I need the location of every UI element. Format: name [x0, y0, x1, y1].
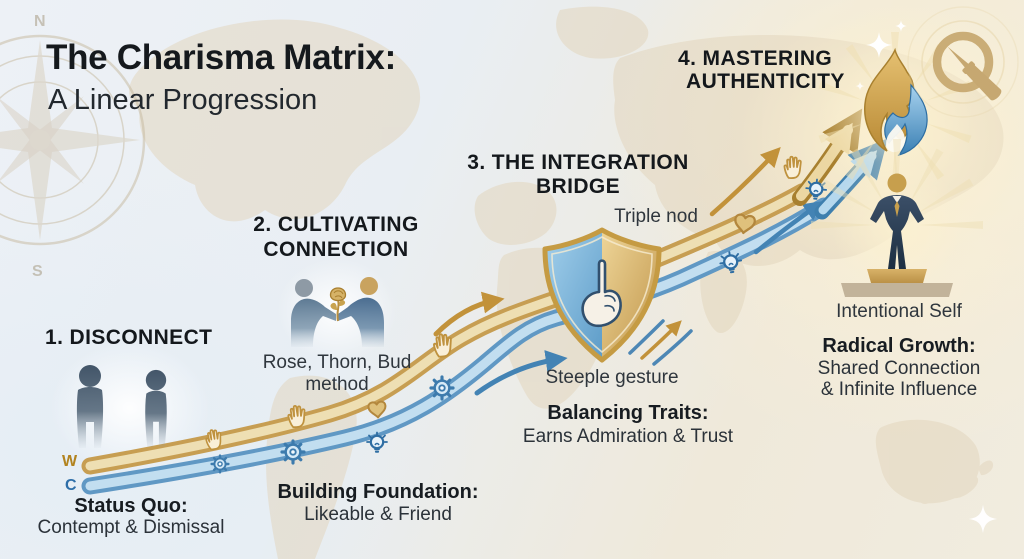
compass-rose-icon: N S	[0, 13, 146, 280]
stage3-heading-line1: 3. THE INTEGRATION	[467, 151, 689, 174]
magnifier-icon	[907, 6, 1019, 118]
stage1-heading: 1. DISCONNECT	[45, 326, 213, 349]
blue-swoosh-icon	[628, 319, 665, 355]
stage2-annotation-line2: method	[305, 374, 369, 395]
warm-track-label: W	[62, 453, 78, 470]
gold-arrow-icon	[433, 291, 505, 337]
blue-ribbon	[81, 197, 833, 495]
stage4-caption-title: Radical Growth:	[822, 335, 976, 357]
stage4-heading-line2: AUTHENTICITY	[686, 70, 845, 93]
cool-track-label: C	[65, 477, 77, 494]
stage1-caption-body: Contempt & Dismissal	[37, 517, 225, 538]
small-blue-arrow-icon	[753, 201, 824, 255]
shield-icon	[542, 227, 662, 363]
stage4-caption-body-line2: & Infinite Influence	[820, 379, 978, 400]
gold-swoosh-arrow-icon	[640, 320, 682, 360]
stage2-caption-title: Building Foundation:	[277, 481, 479, 503]
page-subtitle: A Linear Progression	[48, 84, 318, 116]
rose-icon	[329, 287, 347, 322]
stage1-caption-title: Status Quo:	[74, 495, 188, 517]
blue-arrow-icon	[474, 350, 568, 396]
page-title: The Charisma Matrix:	[46, 38, 396, 77]
lightbulb-icon	[365, 431, 389, 454]
pointing-hand-icon	[581, 259, 622, 328]
blue-swoosh-icon	[652, 329, 693, 366]
compass-south-label: S	[32, 263, 43, 280]
gear-icon	[280, 439, 306, 465]
stage4-caption-body-line1: Shared Connection	[817, 358, 981, 379]
stage3-annotation-top: Triple nod	[614, 206, 698, 227]
stage3-caption-body: Earns Admiration & Trust	[522, 426, 734, 447]
podium-figure-icon	[811, 139, 983, 297]
stage2-caption-body: Likeable & Friend	[304, 504, 452, 525]
sparkle-icon	[968, 504, 998, 534]
stage2-heading-line2: CONNECTION	[263, 238, 409, 261]
stage2-heading-line1: 2. CULTIVATING	[253, 213, 419, 236]
stage2-annotation-line1: Rose, Thorn, Bud	[262, 352, 412, 373]
compass-north-label: N	[34, 13, 46, 30]
stage3-caption-title: Balancing Traits:	[547, 402, 709, 424]
handshake-figures-icon	[291, 277, 384, 347]
stage4-heading-line1: 4. MASTERING	[678, 47, 833, 70]
gear-icon	[210, 454, 230, 474]
heart-icon	[367, 400, 388, 420]
stage3-annotation-bottom: Steeple gesture	[545, 367, 679, 388]
silhouette-pair-icon	[76, 365, 167, 448]
gear-icon	[429, 375, 455, 401]
thin-gold-arrow-icon	[709, 146, 781, 217]
stage4-annotation: Intentional Self	[836, 301, 962, 322]
stage3-heading-line2: BRIDGE	[535, 175, 621, 198]
